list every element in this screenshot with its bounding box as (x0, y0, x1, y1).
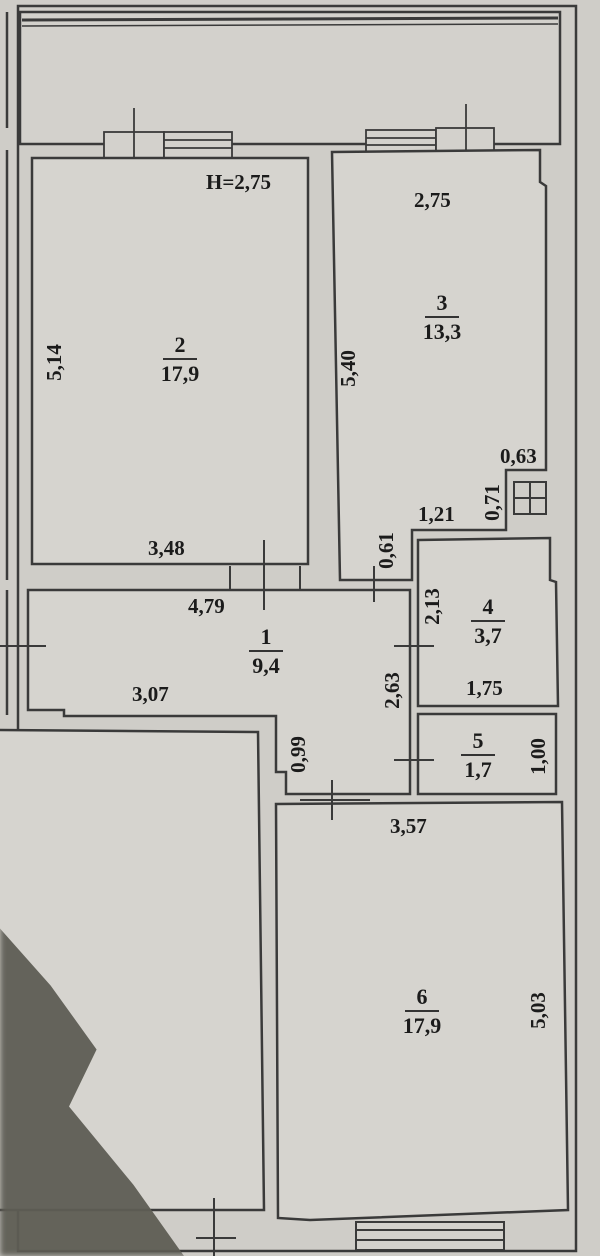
room-4-outline (416, 536, 560, 708)
dim-corridor-length: 4,79 (188, 594, 225, 618)
room-3-number: 3 (425, 292, 459, 318)
room-5-label: 5 1,7 (438, 730, 518, 781)
room-4-label: 4 3,7 (448, 596, 528, 647)
dim-shaft-width: 0,63 (500, 444, 537, 468)
room-5-number: 5 (461, 730, 495, 756)
balcony-openings (103, 104, 495, 186)
dim-room3-notch-height: 0,61 (373, 532, 398, 569)
bottom-window (355, 1221, 505, 1251)
room-2-area: 17,9 (160, 361, 200, 386)
room-3-area: 13,3 (422, 319, 462, 344)
room-2-number: 2 (163, 334, 197, 360)
dim-corridor-lower-width: 3,07 (132, 682, 169, 706)
room-3-outline (330, 148, 548, 582)
dim-corridor-step: 0,99 (285, 736, 310, 773)
room-6-number: 6 (405, 986, 439, 1012)
outer-walls (5, 4, 578, 1253)
room-1-number: 1 (249, 626, 283, 652)
room-3-label: 3 13,3 (402, 292, 482, 343)
room-6-label: 6 17,9 (382, 986, 462, 1037)
room-5-area: 1,7 (464, 757, 492, 782)
dim-corridor-right-height: 2,63 (379, 672, 404, 709)
dim-room2-width: 3,48 (148, 536, 185, 560)
ceiling-height-label: H=2,75 (206, 170, 272, 194)
room-4-area: 3,7 (474, 623, 502, 648)
dim-room5-height: 1,00 (525, 738, 550, 775)
room-1-outline (26, 588, 412, 796)
dim-shaft-height: 0,71 (479, 484, 504, 521)
dim-room6-width: 3,57 (390, 814, 427, 838)
room-1-label: 1 9,4 (226, 626, 306, 677)
room-4-number: 4 (471, 596, 505, 622)
room-1-area: 9,4 (252, 653, 280, 678)
dim-room3-top-width: 2,75 (414, 188, 451, 212)
dim-room4-width: 1,75 (466, 676, 503, 700)
dim-room3-notch-width: 1,21 (418, 502, 455, 526)
room-6-area: 17,9 (402, 1013, 442, 1038)
door-markers (0, 540, 434, 1256)
dim-room2-height: 5,14 (41, 344, 66, 381)
dim-room6-height: 5,03 (525, 992, 550, 1029)
ventilation-shaft-icon (513, 481, 547, 515)
room-2-outline (30, 156, 310, 566)
dim-room3-height: 5,40 (335, 350, 360, 387)
balcony (18, 10, 562, 146)
dim-room4-height: 2,13 (419, 588, 444, 625)
room-2-label: 2 17,9 (140, 334, 220, 385)
